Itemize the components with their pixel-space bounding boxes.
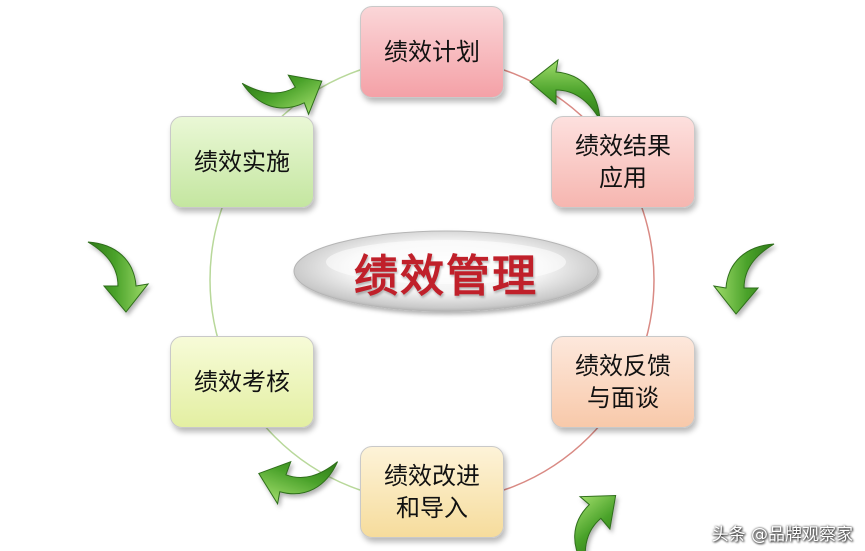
node-feedback: 绩效反馈 与面谈	[551, 336, 695, 428]
curved-arrow-icon	[713, 243, 775, 315]
node-result: 绩效结果 应用	[551, 116, 695, 208]
curved-arrow-icon	[547, 478, 641, 551]
curved-arrow-icon	[250, 437, 339, 519]
node-improve: 绩效改进 和导入	[360, 446, 504, 538]
curved-arrow-icon	[529, 59, 601, 121]
watermark: 头条 @品牌观察家	[711, 525, 853, 545]
curved-arrow-icon	[87, 241, 149, 313]
node-execute: 绩效实施	[170, 116, 314, 208]
center-ellipse	[293, 230, 599, 312]
node-plan: 绩效计划	[360, 6, 504, 98]
center-title: 绩效管理	[354, 251, 538, 302]
node-review: 绩效考核	[170, 336, 314, 428]
